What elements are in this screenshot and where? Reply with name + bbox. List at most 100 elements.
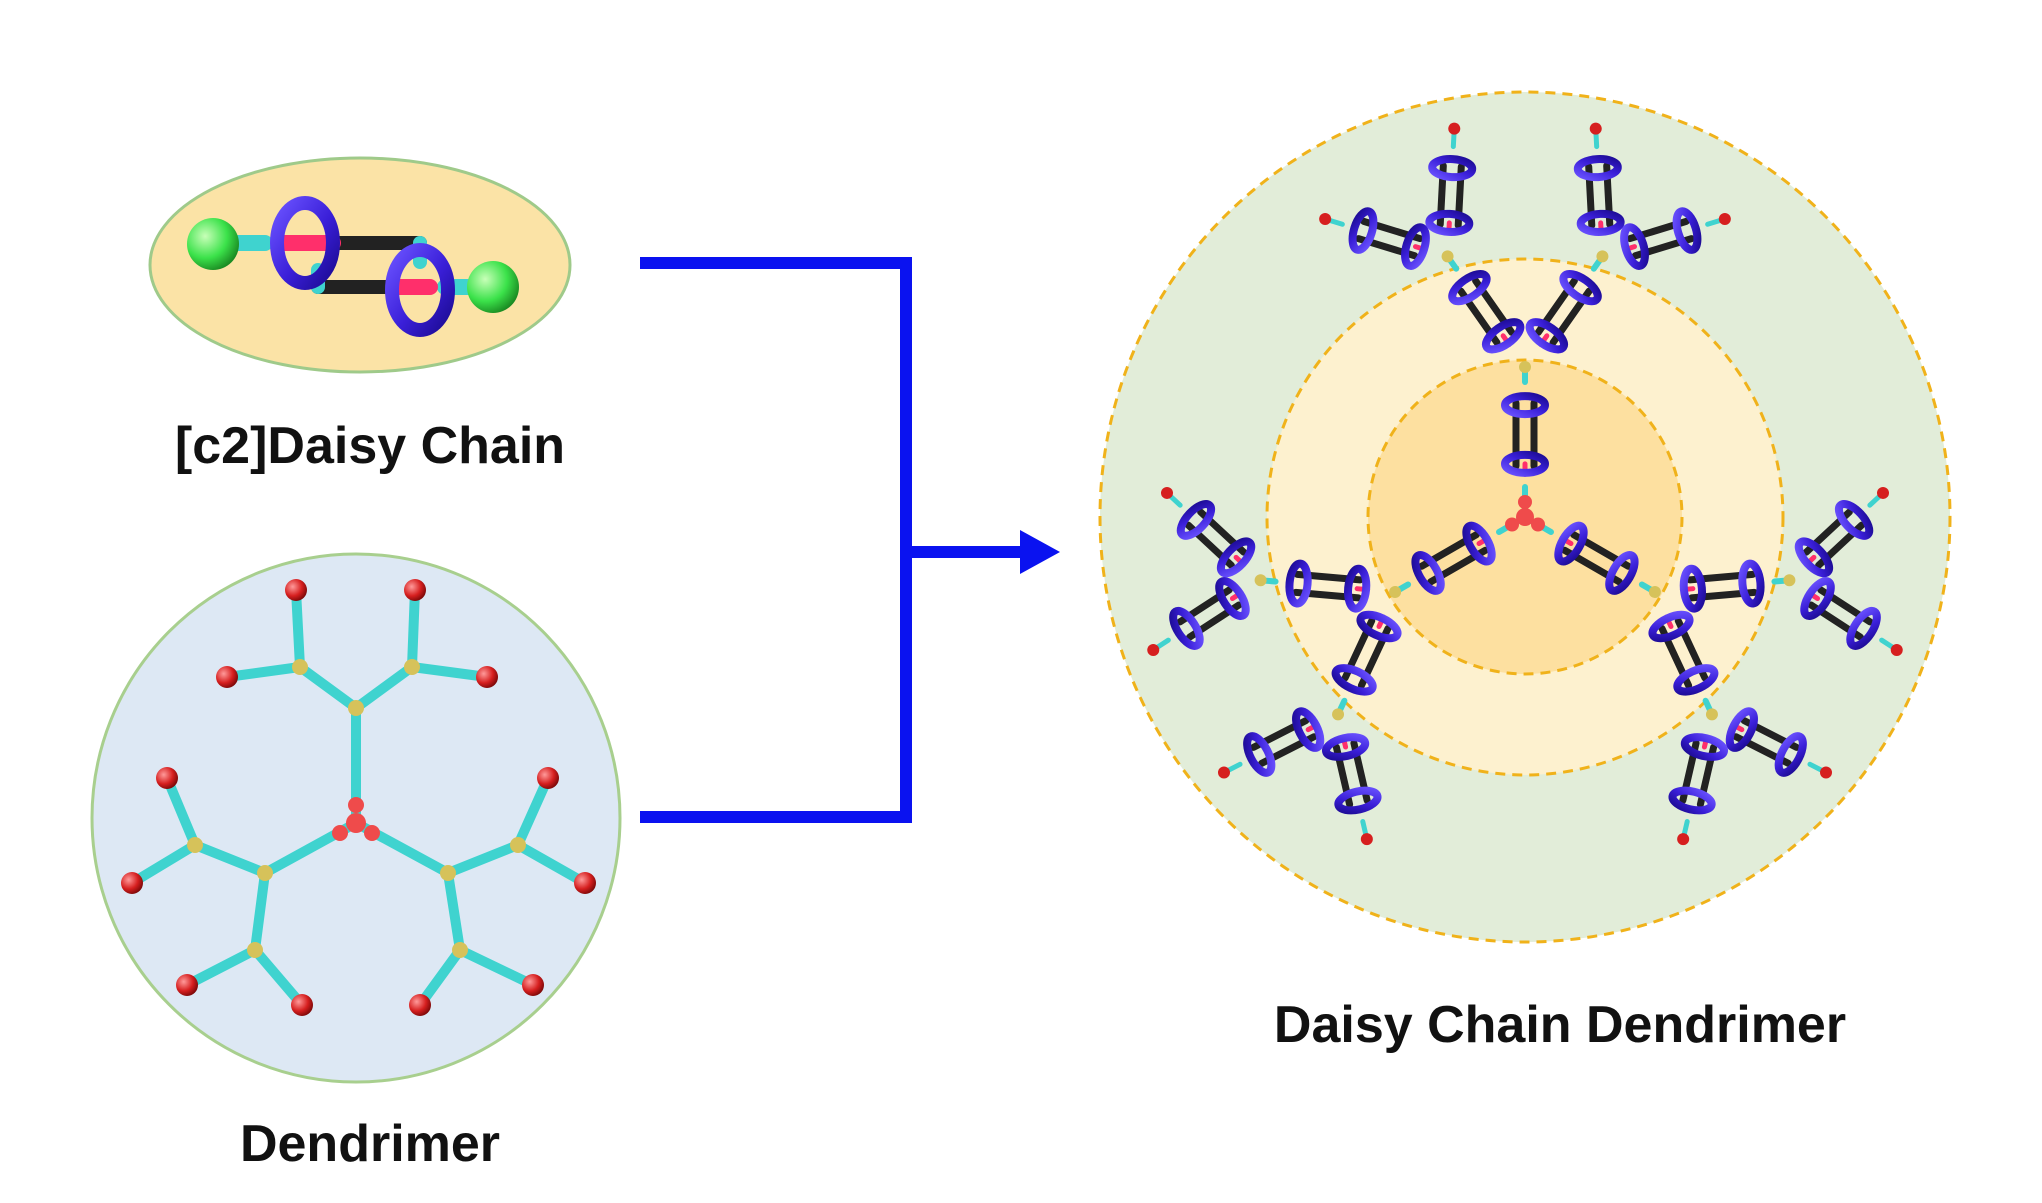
macrocycle-ring [1169,606,1204,650]
terminal-group [1820,766,1833,779]
dendron-rod [250,945,307,1010]
stopper [187,218,239,270]
daisy-chain-background [148,156,572,374]
dendron-rod [513,773,553,850]
terminal-group [1217,766,1230,779]
terminal-group [1160,486,1173,499]
dendrimer-icon [121,579,596,1016]
dendron-rod [291,585,305,672]
macrocycle-ring [1401,223,1430,270]
dendron-rod [443,840,523,878]
dendron-rod [407,662,492,682]
terminal-group [285,579,307,601]
dendron-rod [415,945,465,1010]
dendron-rod [162,773,200,850]
macrocycle-ring [1554,521,1588,566]
dendron-rod [190,840,270,878]
macrocycle-ring [1356,610,1402,643]
terminal-group [1319,212,1332,225]
macrocycle-ring [1344,564,1371,613]
macrocycle-ring [1425,209,1474,236]
terminal-group [216,666,238,688]
combine-arrow-icon [640,257,1060,823]
core [346,813,366,833]
dendrimer-panel [90,552,622,1084]
terminal-group [537,767,559,789]
daisy-chain-dendrimer-label: Daisy Chain Dendrimer [1273,996,1847,1054]
terminal-group [1360,833,1373,846]
branch-node [257,865,273,881]
macrocycle-ring [1348,207,1378,254]
daisy-chain-dendrimer-panel [1098,90,1952,944]
terminal-group [409,994,431,1016]
terminal-group [176,974,198,996]
core [1516,508,1534,526]
core [364,825,380,841]
terminal-group [1677,833,1690,846]
rotaxane-dimer-icon [187,196,519,337]
dendron-rod [443,868,465,955]
terminal-group [476,666,498,688]
macrocycle-ring [1462,521,1496,566]
macrocycle-ring [1448,269,1491,306]
branch-node [292,659,308,675]
macrocycle-ring [1292,707,1325,752]
branch-node [348,700,364,716]
macrocycle-ring [1774,732,1807,777]
macrocycle-ring [1605,551,1639,595]
macrocycle-ring [1215,577,1250,620]
macrocycle-ring [1501,392,1549,419]
dendron-rod [455,945,538,990]
branch-node [1705,708,1718,721]
terminal-group [1877,486,1890,499]
core [332,825,348,841]
branch-node [1254,574,1267,587]
dendron-rod [351,662,417,713]
macrocycle-ring [1411,551,1445,595]
macrocycle-ring [1738,559,1765,608]
daisy-chain-dendrimer-icon [1147,122,1903,846]
terminal-group [156,767,178,789]
macrocycle-ring [1680,733,1729,761]
branch-node [440,865,456,881]
macrocycle-ring [1481,318,1525,354]
stopper [467,261,519,313]
macrocycle-ring [1673,664,1719,696]
macrocycle-ring [1331,664,1377,696]
dendron-rod [407,585,420,672]
daisy-chain-panel [148,156,572,374]
dendron-rod [222,662,305,682]
macrocycle-ring [1243,732,1276,777]
terminal-group [404,579,426,601]
terminal-group [522,974,544,996]
macrocycle-ring [1576,209,1625,236]
branch-node [1389,586,1402,598]
macrocycle-ring [1846,606,1881,650]
macrocycle-ring [1428,155,1477,182]
core [1518,495,1532,509]
macrocycle-ring [385,243,455,337]
macrocycle-ring [1725,707,1758,752]
macrocycle-ring [1525,318,1569,354]
terminal-group [1589,122,1602,135]
macrocycle-ring [1834,500,1874,540]
dendron-rod [295,662,361,713]
branch-node [510,837,526,853]
macrocycle-ring [1668,786,1716,815]
macrocycle-ring [1285,559,1312,608]
branch-node [404,659,420,675]
macrocycle-ring [1216,537,1256,578]
macrocycle-ring [1573,155,1622,182]
branch-node [452,942,468,958]
daisy-chain-label: [c2]Daisy Chain [174,417,566,475]
branch-node [1519,361,1531,373]
terminal-group [291,994,313,1016]
terminal-group [1448,122,1461,135]
core [1505,517,1520,532]
branch-node [1332,708,1345,721]
branch-node [1441,250,1454,263]
terminal-group [1718,212,1731,225]
branch-node [247,942,263,958]
core [348,797,364,813]
